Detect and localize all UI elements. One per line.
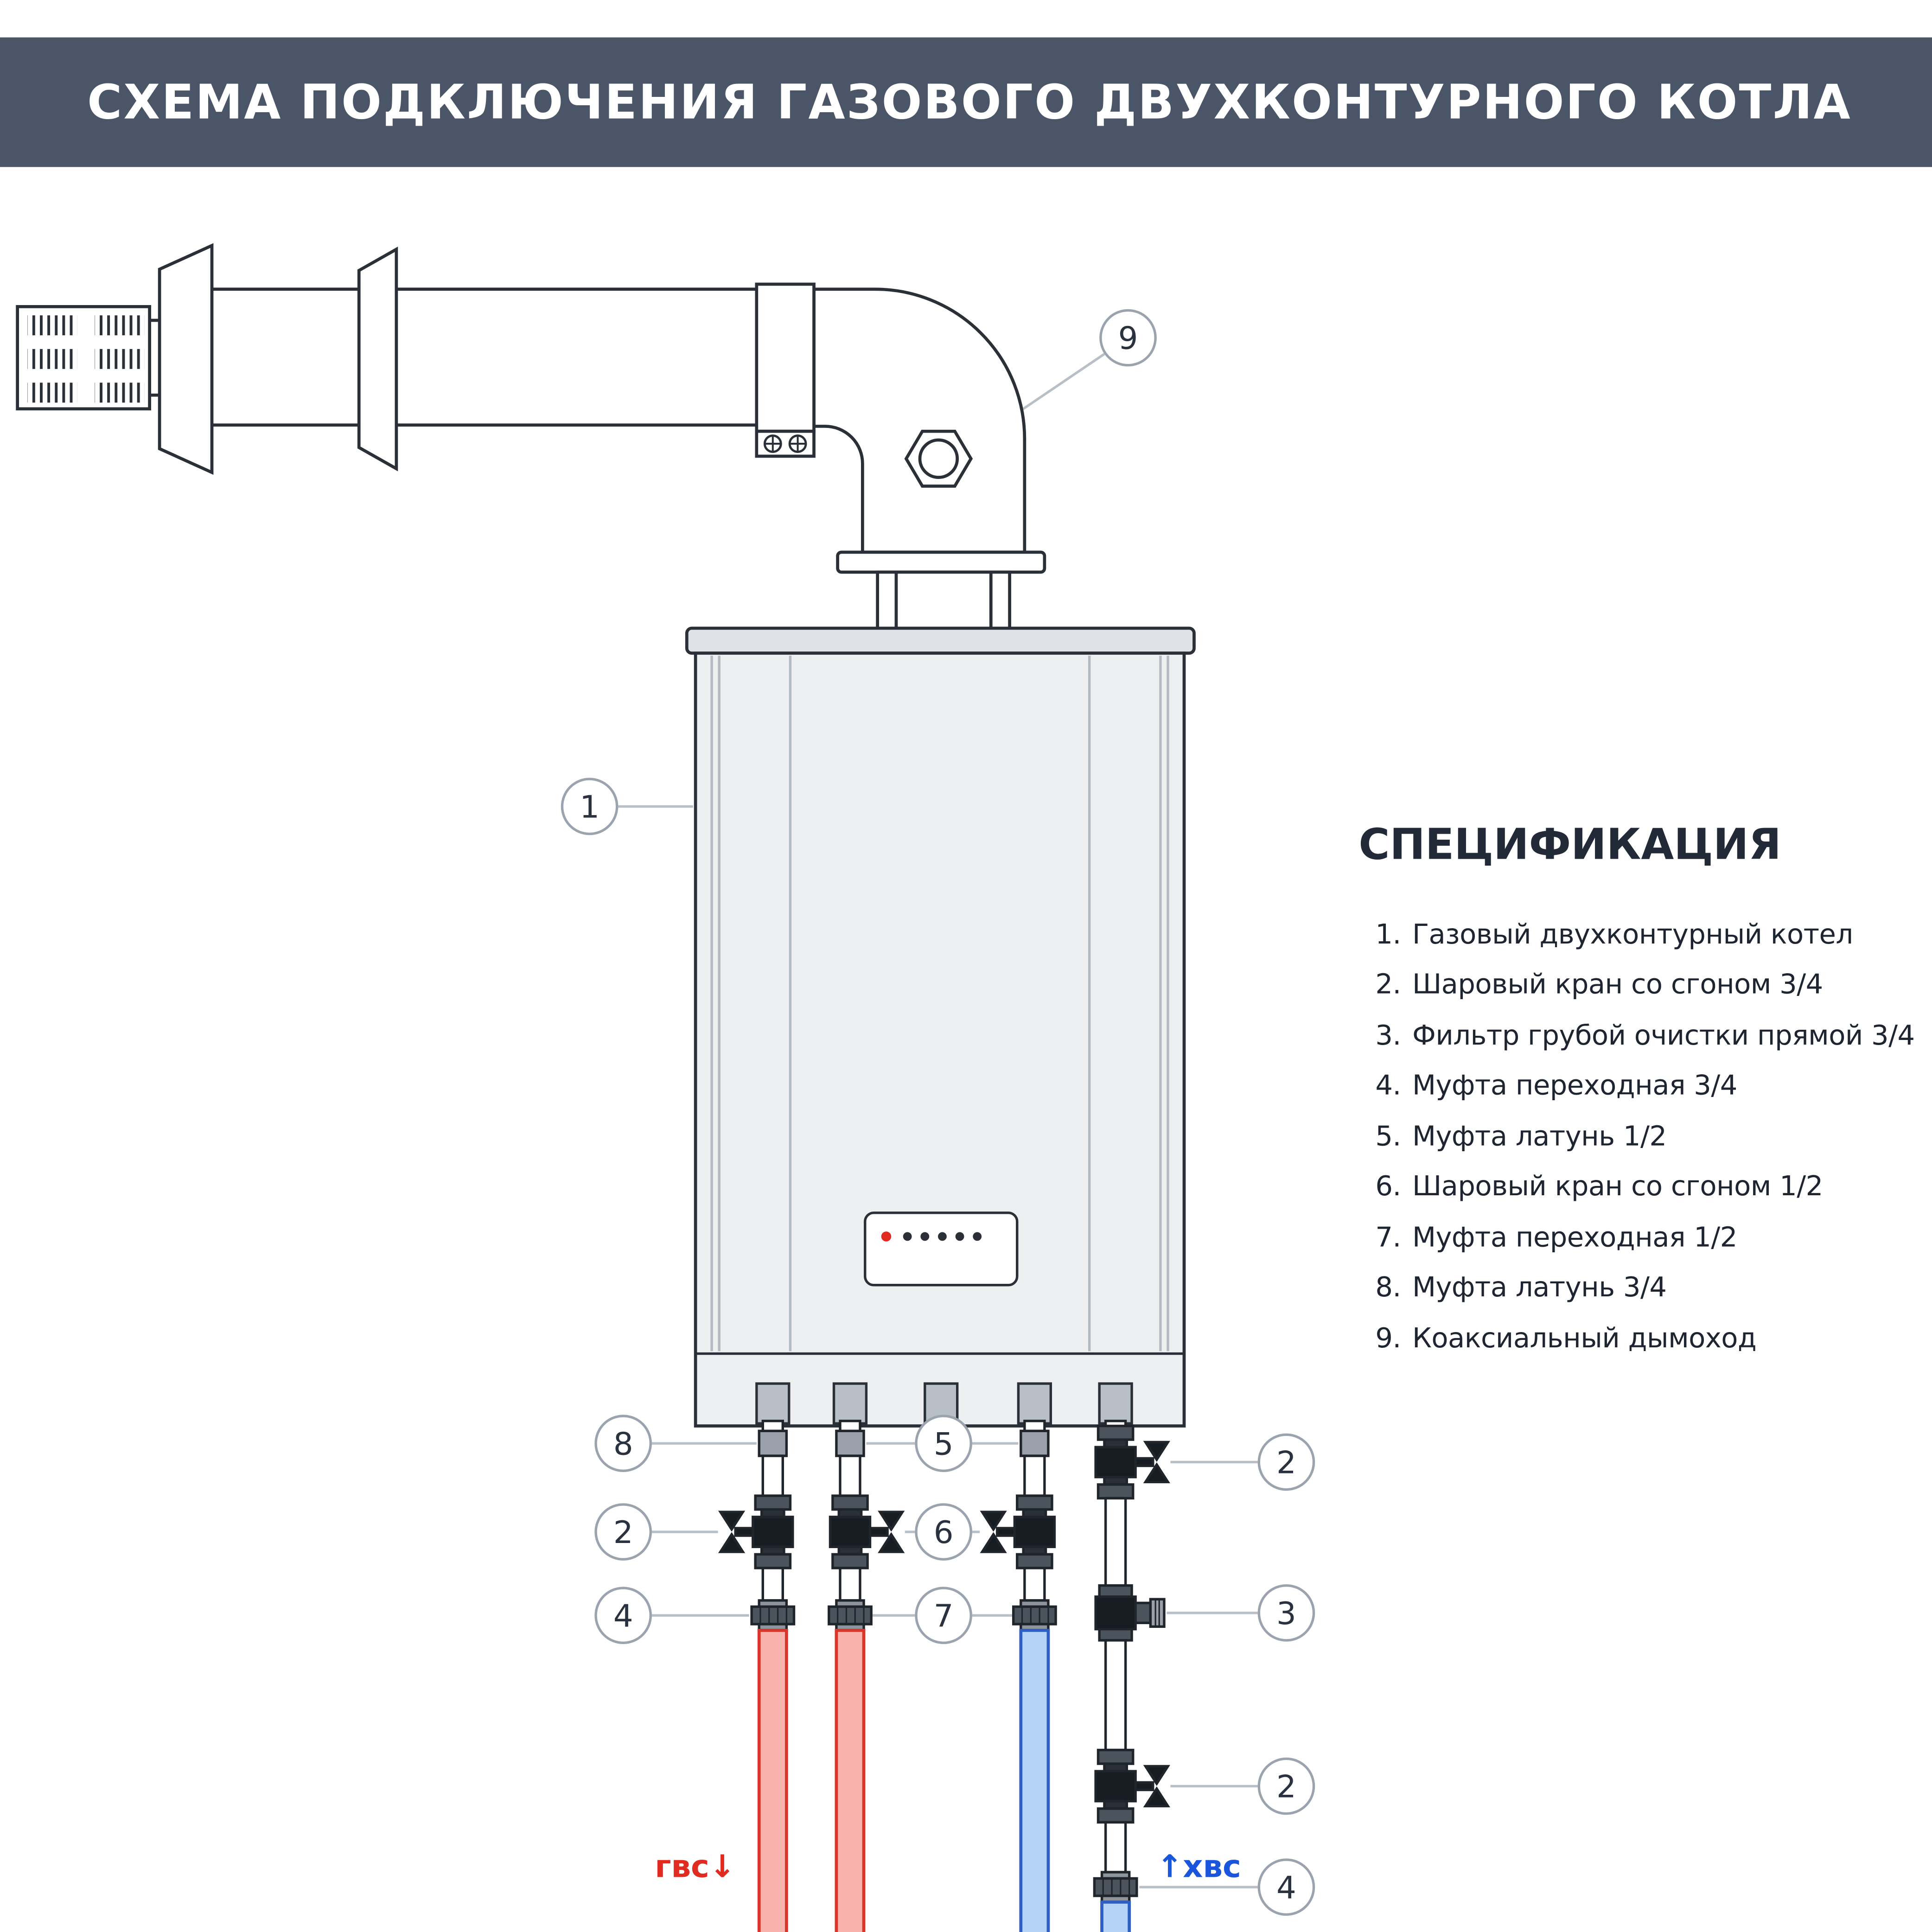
header-bar: СХЕМА ПОДКЛЮЧЕНИЯ ГАЗОВОГО ДВУХКОНТУРНОГ… [0,37,1932,167]
hot-water-pipe-1 [757,1629,788,1932]
spec-item-text: Шаровый кран со сгоном 3/4 [1412,970,1823,1001]
spec-item-2: 2. Шаровый кран со сгоном 3/4 [1358,960,1914,1011]
spec-item-text: Муфта латунь 3/4 [1412,1273,1667,1304]
control-panel [864,1211,1019,1287]
spec-item-text: Фильтр грубой очистки прямой 3/4 [1412,1020,1915,1052]
boiler-top-cap [685,626,1196,655]
callout-union-12: 7 [915,1587,972,1644]
wall-cone-2 [357,246,398,472]
ball-valve-34-lower [1094,1748,1170,1824]
ball-valve-12 [829,1494,905,1569]
spec-item-text: Муфта латунь 1/2 [1412,1121,1667,1153]
callout-chimney: 9 [1099,309,1157,367]
flue-flange [836,550,1046,574]
union-coupling-34b [1093,1871,1138,1904]
fitting-column-cold-in [980,1420,1057,1932]
callout-valve-12: 6 [915,1503,972,1561]
spec-item-number: 1. [1375,919,1401,951]
spec-item-text: Шаровый кран со сгоном 1/2 [1412,1172,1823,1203]
spec-item-number: 9. [1375,1323,1401,1355]
callout-brass-coupling-12: 5 [915,1415,972,1472]
spec-item-text: Коаксиальный дымоход [1412,1323,1757,1355]
coaxial-flue [16,243,1046,639]
spec-item-5: 5. Муфта латунь 1/2 [1358,1112,1914,1162]
spec-item-number: 7. [1375,1222,1401,1254]
spec-item-text: Газовый двухконтурный котел [1412,919,1853,951]
cold-water-pipe-2 [1100,1900,1131,1932]
ball-valve-34-upper [1094,1424,1170,1500]
spec-item-number: 3. [1375,1020,1401,1052]
cold-water-pipe-1 [1019,1629,1050,1932]
down-arrow-icon: ↓ [709,1848,736,1885]
flue-neck [876,570,1011,639]
spec-item-number: 8. [1375,1273,1401,1304]
spec-item-text: Муфта переходная 3/4 [1412,1071,1737,1103]
cold-water-label: ↑хвс [1156,1848,1269,1885]
coarse-filter [1094,1584,1166,1642]
brass-coupling-12 [835,1429,865,1457]
power-led [881,1231,892,1242]
spec-item-number: 5. [1375,1121,1401,1153]
spec-item-4: 4. Муфта переходная 3/4 [1358,1061,1914,1112]
callout-valve-34-left: 2 [594,1503,652,1561]
callout-valve-34-upper-right: 2 [1257,1433,1315,1491]
spec-item-number: 6. [1375,1172,1401,1203]
brass-coupling-34 [758,1429,788,1457]
specification-list: 1. Газовый двухконтурный котел 2. Шаровый … [1358,910,1915,1365]
spec-item-number: 4. [1375,1071,1401,1103]
hot-water-label: гвс↓ [623,1848,736,1885]
union-coupling-12b [1012,1599,1057,1632]
brass-coupling-12b [1020,1429,1050,1457]
hot-water-label-text: гвс [655,1848,709,1885]
spec-item-3: 3. Фильтр грубой очистки прямой 3/4 [1358,1011,1915,1061]
flue-junction-box [755,282,816,433]
boiler [685,626,1196,1428]
callout-union-34-left: 4 [594,1587,652,1644]
wall-cone-1 [158,243,214,475]
page-title: СХЕМА ПОДКЛЮЧЕНИЯ ГАЗОВОГО ДВУХКОНТУРНОГ… [87,75,1852,130]
ball-valve-12b [980,1494,1056,1569]
callout-valve-34-lower-right: 2 [1257,1757,1315,1815]
spec-item-text: Муфта переходная 1/2 [1412,1222,1737,1254]
fitting-column-heating-supply [718,1420,796,1932]
ball-valve-34 [718,1494,794,1569]
specification-title: СПЕЦИФИКАЦИЯ [1358,820,1781,870]
spec-item-8: 8. Муфта латунь 3/4 [1358,1263,1914,1314]
spec-item-6: 6. Шаровый кран со сгоном 1/2 [1358,1162,1914,1213]
union-coupling-12 [828,1599,873,1632]
cold-water-label-text: хвс [1183,1848,1241,1885]
up-arrow-icon: ↑ [1156,1848,1183,1885]
hot-water-pipe-2 [835,1629,866,1932]
spec-item-number: 2. [1375,970,1401,1001]
callout-boiler: 1 [561,778,618,835]
specification-panel: СПЕЦИФИКАЦИЯ 1. Газовый двухконтурный кот… [1358,820,1915,1365]
union-coupling-34 [750,1599,796,1632]
fitting-column-cold-supply [1093,1420,1170,1932]
spec-item-9: 9. Коаксиальный дымоход [1358,1314,1914,1365]
flue-outer-tube [198,287,762,427]
callout-union-34-right: 4 [1257,1858,1315,1916]
flue-elbow [812,287,1027,554]
callout-brass-coupling-34: 8 [594,1415,652,1472]
callout-filter: 3 [1257,1584,1315,1642]
boiler-body [694,651,1186,1428]
leader-lines [618,353,1258,1888]
spec-item-1: 1. Газовый двухконтурный котел [1358,910,1914,961]
fitting-column-dhw-out [828,1420,905,1932]
spec-item-7: 7. Муфта переходная 1/2 [1358,1213,1914,1263]
